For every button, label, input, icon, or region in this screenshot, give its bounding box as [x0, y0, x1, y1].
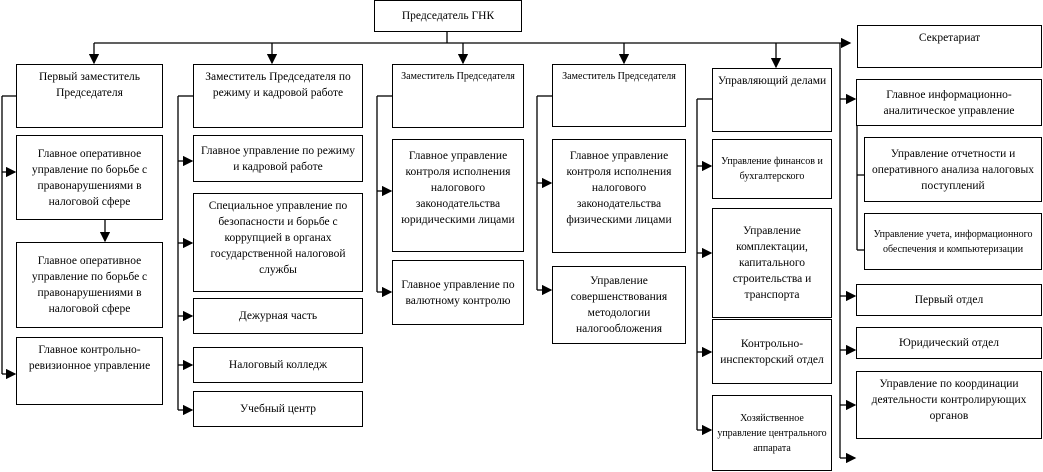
- unit-box: Управление по координации деятельности к…: [856, 371, 1042, 439]
- unit-box: Управление финансов и бухгалтерского: [712, 139, 832, 199]
- secretariat-box: Секретариат: [857, 25, 1042, 68]
- box-label: Главное оперативное управление по борьбе…: [31, 255, 148, 315]
- box-label: Первый отдел: [914, 294, 984, 306]
- deputy-personnel-box: Заместитель Председателя по режиму и кад…: [193, 64, 363, 128]
- unit-box: Управление отчетности и оперативного ана…: [864, 137, 1042, 202]
- unit-box: Дежурная часть: [193, 298, 363, 334]
- unit-box: Юридический отдел: [856, 327, 1042, 359]
- unit-box: Главное управление по валютному контролю: [392, 260, 524, 325]
- unit-box: Управление совершенствования методологии…: [552, 266, 686, 344]
- box-label: Заместитель Председателя по режиму и кад…: [205, 71, 351, 99]
- box-label: Управление учета, информационного обеспе…: [873, 228, 1033, 255]
- box-label: Главное контрольно-ревизионное управлени…: [28, 344, 151, 372]
- box-label: Хозяйственное управление центрального ап…: [717, 412, 827, 454]
- unit-box: Главное управление по режиму и кадровой …: [193, 135, 363, 182]
- unit-box: Главное оперативное управление по борьбе…: [16, 135, 163, 220]
- first-deputy-box: Первый заместитель Председателя: [16, 64, 163, 128]
- deputy-box: Заместитель Председателя: [392, 64, 524, 128]
- box-label: Учебный центр: [239, 403, 317, 415]
- box-label: Главное информационно-аналитическое упра…: [883, 88, 1015, 117]
- box-label: Управление комплектации, капитального ст…: [732, 225, 812, 301]
- chairman-box: Председатель ГНК: [374, 0, 522, 32]
- box-label: Главное управление контроля исполнения н…: [566, 150, 672, 226]
- unit-box: Главное контрольно-ревизионное управлени…: [16, 337, 163, 405]
- box-label: Главное управление по режиму и кадровой …: [200, 144, 355, 173]
- box-label: Заместитель Председателя: [401, 71, 515, 82]
- unit-box: Главное оперативное управление по борьбе…: [16, 242, 163, 328]
- box-label: Юридический отдел: [899, 337, 999, 349]
- managing-director-box: Управляющий делами: [712, 68, 832, 132]
- unit-box: Хозяйственное управление центрального ап…: [712, 395, 832, 471]
- unit-box: Специальное управление по безопасности и…: [193, 193, 363, 292]
- unit-box: Управление комплектации, капитального ст…: [712, 208, 832, 318]
- info-analytics-box: Главное информационно-аналитическое упра…: [856, 79, 1042, 126]
- box-label: Управление совершенствования методологии…: [570, 275, 668, 335]
- box-label: Секретариат: [918, 32, 981, 44]
- box-label: Дежурная часть: [238, 310, 318, 322]
- box-label: Контрольно-инспекторский отдел: [720, 337, 824, 366]
- unit-box: Главное управление контроля исполнения н…: [392, 139, 524, 252]
- box-label: Управляющий делами: [717, 75, 827, 87]
- unit-box: Первый отдел: [856, 284, 1042, 316]
- box-label: Налоговый колледж: [228, 359, 328, 371]
- unit-box: Контрольно-инспекторский отдел: [712, 319, 832, 384]
- deputy-box: Заместитель Председателя: [552, 64, 686, 127]
- box-label: Главное оперативное управление по борьбе…: [31, 147, 148, 208]
- unit-box: Главное управление контроля исполнения н…: [552, 139, 686, 253]
- box-label: Главное управление контроля исполнения н…: [401, 150, 515, 226]
- box-label: Управление отчетности и оперативного ана…: [872, 147, 1034, 192]
- unit-box: Управление учета, информационного обеспе…: [864, 213, 1042, 270]
- box-label: Управление по координации деятельности к…: [871, 378, 1027, 422]
- box-label: Первый заместитель Председателя: [38, 71, 141, 99]
- box-label: Управление финансов и бухгалтерского: [721, 156, 823, 182]
- box-label: Специальное управление по безопасности и…: [208, 200, 348, 276]
- box-label: Главное управление по валютному контролю: [401, 278, 515, 307]
- box-label: Заместитель Председателя: [562, 71, 676, 82]
- unit-box: Учебный центр: [193, 391, 363, 427]
- unit-box: Налоговый колледж: [193, 347, 363, 383]
- chairman-label: Председатель ГНК: [401, 10, 495, 22]
